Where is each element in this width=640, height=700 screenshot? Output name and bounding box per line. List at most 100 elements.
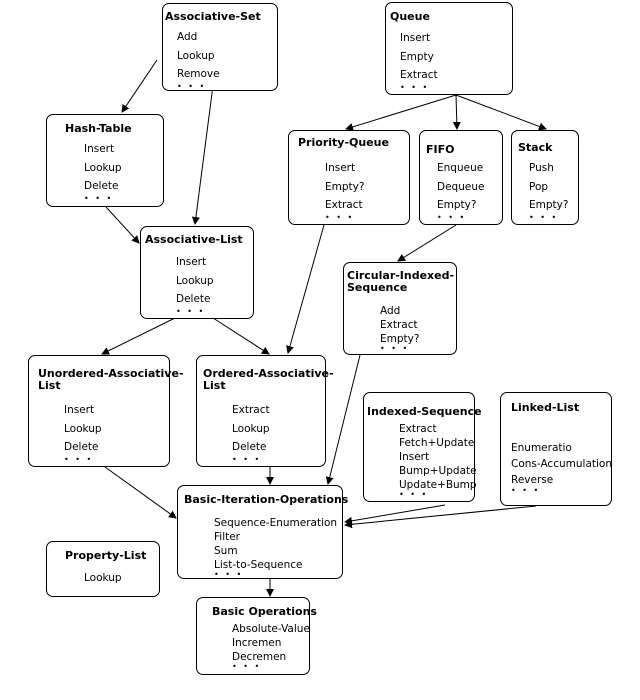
operation: Insert — [325, 162, 356, 174]
operation: Delete — [84, 180, 119, 192]
edge-associative-list-to-unordered-associative-list — [101, 317, 176, 355]
edge-hash-table-to-associative-list — [105, 206, 140, 244]
operation: Lookup — [177, 49, 215, 62]
more-ops-ellipsis: • • • — [176, 306, 206, 316]
node-operations: Extract Lookup Delete • • • — [232, 401, 270, 463]
operation: Extract — [325, 199, 363, 211]
operation: Lookup — [84, 572, 122, 584]
operation: Insert — [400, 32, 431, 44]
node-title: Property-List — [65, 549, 147, 562]
operation: Empty? — [437, 199, 477, 211]
edge-stack-to-indexed-sequence — [325, 354, 361, 485]
node-operations: Absolute-Value Incremen Decremen • • • — [232, 622, 310, 671]
operation: Delete — [64, 441, 99, 453]
edge-ordered-associative-list-to-basic-iteration-operations — [344, 505, 537, 529]
more-ops-ellipsis: • • • — [400, 82, 430, 92]
operation: Delete — [176, 293, 211, 305]
node-operations: Enqueue Dequeue Empty? • • • — [437, 159, 484, 221]
operation: Insert — [84, 143, 115, 155]
edge-associative-set-to-hash-table — [121, 59, 158, 113]
title-line: Unordered-Associative- — [38, 367, 184, 380]
operation: Insert — [176, 256, 207, 268]
more-ops-ellipsis: • • • — [511, 486, 541, 495]
operation: Extract — [399, 423, 437, 435]
operation: Sum — [214, 545, 238, 557]
operation: Cons-Accumulation — [511, 458, 612, 470]
operation: Filter — [214, 531, 241, 543]
operation: Sequence-Enumeration — [214, 517, 338, 529]
node-title: Linked-List — [511, 401, 580, 414]
associative-set-node: Associative-Set Add Lookup Remove • • • — [162, 3, 278, 91]
edge-priority-queue-to-ordered-associative-list — [286, 224, 325, 354]
indexed-sequence-node: Indexed-Sequence Extract Fetch+Update In… — [363, 392, 482, 502]
operation: Empty? — [380, 333, 420, 345]
operation: Absolute-Value — [232, 623, 310, 635]
operation: Lookup — [64, 422, 102, 435]
node-operations: Enumeratio Cons-Accumulation Reverse • •… — [511, 440, 612, 495]
title-line: Sequence — [347, 281, 408, 294]
title-line: List — [38, 379, 61, 392]
fifo-node: FIFO Enqueue Dequeue Empty? • • • — [419, 130, 503, 225]
node-operations: Insert Empty Extract • • • — [400, 29, 438, 91]
operation: Enqueue — [437, 162, 484, 174]
operation: Enumeratio — [511, 442, 572, 454]
node-title: Basic-Iteration-Operations — [184, 493, 349, 506]
node-title: Priority-Queue — [298, 136, 389, 149]
operation: Dequeue — [437, 180, 485, 193]
node-title: Stack — [518, 141, 553, 154]
more-ops-ellipsis: • • • — [214, 570, 244, 579]
node-title: Basic Operations — [212, 605, 317, 618]
operation: Empty? — [325, 180, 365, 193]
more-ops-ellipsis: • • • — [232, 662, 262, 671]
circular-indexed-sequence-node: Circular-Indexed- Sequence Add Extract E… — [343, 262, 457, 355]
node-title: Ordered-Associative- List — [203, 368, 334, 392]
edge-fifo-to-circular-indexed-sequence — [397, 224, 457, 262]
operation: Fetch+Update — [399, 437, 475, 449]
hash-table-node: Hash-Table Insert Lookup Delete • • • — [46, 114, 164, 207]
operation: Update+Bump — [399, 479, 477, 491]
operation: List-to-Sequence — [214, 559, 303, 571]
linked-list-node: Linked-List Enumeratio Cons-Accumulation… — [500, 392, 612, 506]
operation: Remove — [177, 68, 220, 80]
queue-node: Queue Insert Empty Extract • • • — [385, 2, 513, 95]
node-title: Indexed-Sequence — [367, 405, 482, 418]
more-ops-ellipsis: • • • — [325, 212, 355, 222]
node-title: Circular-Indexed- Sequence — [347, 270, 454, 294]
more-ops-ellipsis: • • • — [64, 454, 94, 464]
operation: Empty — [400, 50, 434, 63]
associative-list-node: Associative-List Insert Lookup Delete • … — [140, 226, 254, 319]
edge-queue-to-fifo — [452, 94, 461, 130]
operation: Lookup — [232, 422, 270, 435]
more-ops-ellipsis: • • • — [84, 193, 114, 203]
title-line: Ordered-Associative- — [203, 367, 334, 380]
node-operations: Lookup — [84, 569, 122, 588]
operation: Extract — [232, 404, 270, 416]
edge-associative-list-to-ordered-associative-list — [212, 317, 270, 355]
node-operations: Sequence-Enumeration Filter Sum List-to-… — [214, 516, 338, 579]
node-title: Unordered-Associative- List — [38, 368, 184, 392]
operation: Decremen — [232, 651, 287, 663]
operation: Lookup — [84, 161, 122, 174]
unordered-associative-list-node: Unordered-Associative- List Insert Looku… — [28, 355, 184, 467]
operation: Reverse — [511, 474, 554, 486]
title-line: List — [203, 379, 226, 392]
node-title: Associative-Set — [165, 10, 261, 23]
title-line: Circular-Indexed- — [347, 269, 455, 282]
node-operations: Insert Empty? Extract • • • — [325, 159, 364, 221]
operation: Incremen — [232, 637, 282, 649]
node-title: Queue — [390, 10, 430, 23]
operation: Delete — [232, 441, 267, 453]
more-ops-ellipsis: • • • — [529, 212, 559, 222]
operation: Add — [380, 305, 401, 317]
operation: Extract — [400, 69, 438, 81]
operation: Pop — [529, 180, 549, 193]
node-operations: Push Pop Empty? • • • — [529, 159, 568, 221]
basic-iteration-operations-node: Basic-Iteration-Operations Sequence-Enum… — [177, 485, 348, 579]
property-list-node: Property-List Lookup — [46, 541, 160, 597]
operation: Bump+Update — [399, 465, 477, 477]
node-title: FIFO — [426, 143, 455, 156]
edge-associative-set-to-associative-list — [191, 77, 215, 225]
operation: Extract — [380, 319, 418, 331]
operation: Empty? — [529, 199, 569, 211]
